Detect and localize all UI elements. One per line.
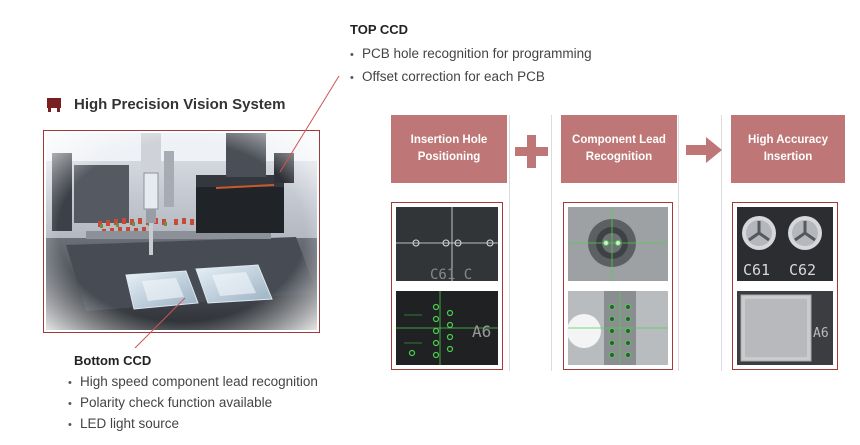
marker-block-icon [47,97,61,112]
arrow-right-icon [686,137,722,163]
bottom-ccd-bullet: Polarity check function available [68,393,318,414]
machine-photo [46,133,317,330]
step-label-line: Positioning [417,151,481,163]
bottom-ccd-block: Bottom CCD High speed component lead rec… [74,353,318,435]
pcb-silk-label: A6 [472,322,491,341]
lead-recognition-images [567,207,668,365]
top-ccd-bullet: PCB hole recognition for programming [350,43,592,66]
bottom-ccd-bullet: High speed component lead recognition [68,372,318,393]
plus-icon [515,135,548,168]
column-separator [678,115,679,371]
column-separator [509,115,510,371]
step-image-frame-high-accuracy: C61 C62 A6 [732,202,838,370]
pcb-silk-label: C61 C [430,267,472,283]
column-separator [721,115,722,371]
step-image-frame-insertion-hole: C61 C A6 [391,202,503,370]
column-separator [551,115,552,371]
pcb-silk-label: C62 [789,261,816,279]
step-label-line: Insertion [763,151,813,163]
top-ccd-block: TOP CCD PCB hole recognition for program… [350,22,592,89]
pcb-silk-label: C61 [743,261,770,279]
step-label-line: Insertion Hole [410,134,488,146]
step-label-line: High Accuracy [747,134,829,146]
pcb-silk-label: A6 [813,326,829,341]
bottom-ccd-title: Bottom CCD [74,353,152,368]
insertion-result-images: C61 C62 A6 [737,207,833,365]
step-label-line: Recognition [585,151,653,163]
step-image-frame-component-lead [563,202,673,370]
section-title: High Precision Vision System [47,96,285,113]
section-title-text: High Precision Vision System [74,96,286,113]
top-ccd-title: TOP CCD [350,22,409,37]
step-label-line: Component Lead [572,134,666,146]
bottom-ccd-bullet: LED light source [68,414,318,435]
hole-recognition-images: C61 C A6 [396,207,498,365]
machine-photo-frame [43,130,320,333]
top-ccd-bullet: Offset correction for each PCB [350,66,592,89]
